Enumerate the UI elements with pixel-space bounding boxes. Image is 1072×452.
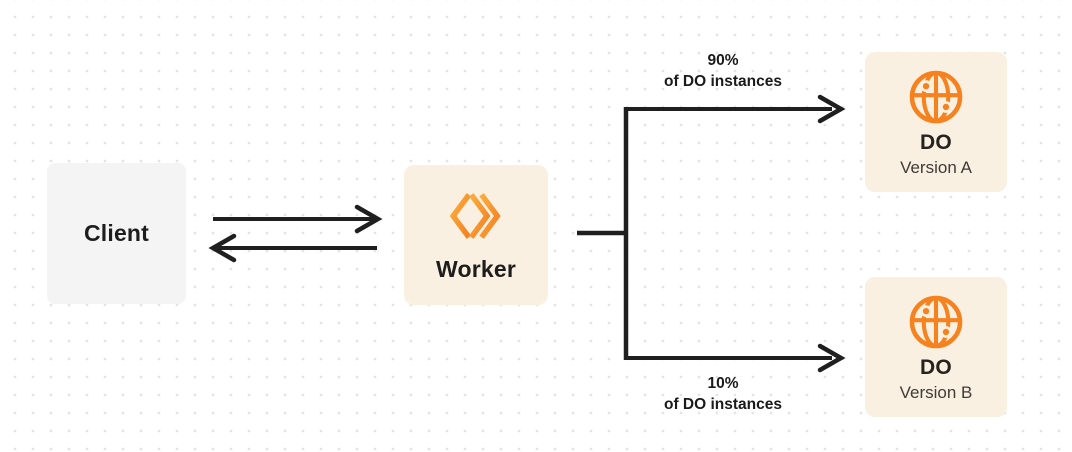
do-a-subtitle: Version A: [900, 158, 972, 177]
do-a-title: DO: [919, 131, 953, 154]
node-do-version-a: DO Version A: [865, 52, 1007, 192]
node-worker: Worker: [404, 165, 548, 305]
edge-to-do-b-arrowhead-icon: [817, 343, 846, 373]
edge-label-version-a: 90% of DO instances: [618, 50, 828, 92]
edge-worker-to-client-arrowhead-icon: [208, 233, 237, 263]
edge-client-to-worker-arrowhead-icon: [354, 204, 383, 234]
globe-icon: [907, 68, 965, 126]
edge-label-version-a-percent: 90%: [707, 52, 739, 69]
edge-label-version-b-percent: 10%: [707, 375, 739, 392]
globe-icon: [907, 293, 965, 351]
edge-label-version-b: 10% of DO instances: [618, 373, 828, 415]
client-label: Client: [83, 220, 150, 246]
edge-to-do-a-arrowhead-icon: [817, 94, 846, 124]
node-client: Client: [47, 163, 186, 304]
edge-label-version-a-caption: of DO instances: [664, 73, 782, 90]
workers-chevrons-icon: [450, 188, 502, 244]
edge-label-version-b-caption: of DO instances: [664, 396, 782, 413]
do-b-subtitle: Version B: [899, 383, 973, 402]
node-do-version-b: DO Version B: [865, 277, 1007, 417]
worker-label: Worker: [435, 255, 517, 282]
do-b-title: DO: [919, 356, 953, 379]
